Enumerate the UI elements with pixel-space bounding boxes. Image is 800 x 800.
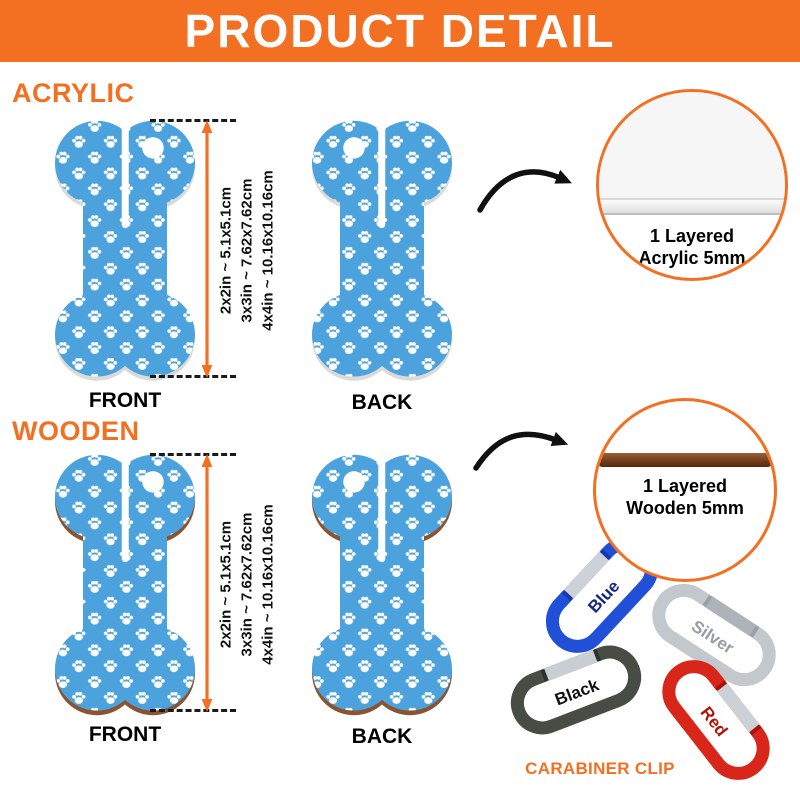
acrylic-tag-back xyxy=(312,120,452,381)
acrylic-callout-text: 1 Layered Acrylic 5mm xyxy=(638,226,746,268)
size-dimensions-wooden: 2x2in ~ 5.1x5.1cm 3x3in ~ 7.62x7.62cm 4x… xyxy=(216,452,279,718)
zoom-arrow-wooden-icon xyxy=(473,431,569,471)
height-dimension-arrow xyxy=(201,120,213,378)
height-dimension-arrow xyxy=(201,454,213,712)
acrylic-sheet-surface xyxy=(599,92,785,198)
dimension-line: 2x2in ~ 5.1x5.1cm xyxy=(217,520,235,649)
dimension-dash-top xyxy=(150,119,236,122)
bone-slit xyxy=(121,121,129,229)
back-label-acrylic: BACK xyxy=(351,391,413,414)
carabiner-clip-label: CARABINER CLIP xyxy=(525,759,675,778)
dimension-line: 3x3in ~ 7.62x7.62cm xyxy=(238,178,256,323)
size-dimensions-acrylic: 2x2in ~ 5.1x5.1cm 3x3in ~ 7.62x7.62cm 4x… xyxy=(216,118,279,384)
acrylic-thickness-callout: 1 Layered Acrylic 5mm xyxy=(596,89,788,281)
dimension-dash-bottom xyxy=(150,375,236,378)
dimension-line: 4x4in ~ 10.16x10.16cm xyxy=(259,170,277,331)
dimension-dash-top xyxy=(150,453,236,456)
wood-edge-closeup xyxy=(596,453,774,467)
bone-slit xyxy=(378,455,386,563)
wooden-tag-front xyxy=(55,454,195,716)
wooden-tag-back xyxy=(312,454,452,716)
keyhole xyxy=(343,471,365,493)
header-banner: PRODUCT DETAIL xyxy=(0,0,800,62)
carabiner-black: Black xyxy=(510,645,642,735)
back-label-wooden: BACK xyxy=(351,725,413,748)
wooden-callout-text: 1 Layered Wooden 5mm xyxy=(626,476,744,518)
front-label-acrylic: FRONT xyxy=(88,389,162,412)
dimension-line: 4x4in ~ 10.16x10.16cm xyxy=(259,504,277,665)
keyhole xyxy=(142,471,164,493)
dimension-dash-bottom xyxy=(150,709,236,712)
acrylic-tag-front xyxy=(55,120,195,381)
front-label-wooden: FRONT xyxy=(88,723,162,746)
wooden-thickness-callout: 1 Layered Wooden 5mm xyxy=(593,398,777,582)
dimension-line: 2x2in ~ 5.1x5.1cm xyxy=(217,186,235,315)
bone-slit xyxy=(378,121,386,229)
keyhole xyxy=(343,137,365,159)
keyhole xyxy=(142,137,164,159)
acrylic-edge-closeup xyxy=(599,198,785,215)
bone-slit xyxy=(121,455,129,563)
carabiner-red: Red xyxy=(662,660,770,780)
wooden-section-label: WOODEN xyxy=(12,416,140,446)
page-title: PRODUCT DETAIL xyxy=(184,5,616,57)
zoom-arrow-acrylic-icon xyxy=(477,169,572,213)
acrylic-section-label: ACRYLIC xyxy=(12,78,135,108)
carabiner-silver: Silver xyxy=(652,583,776,687)
dimension-line: 3x3in ~ 7.62x7.62cm xyxy=(238,512,256,657)
